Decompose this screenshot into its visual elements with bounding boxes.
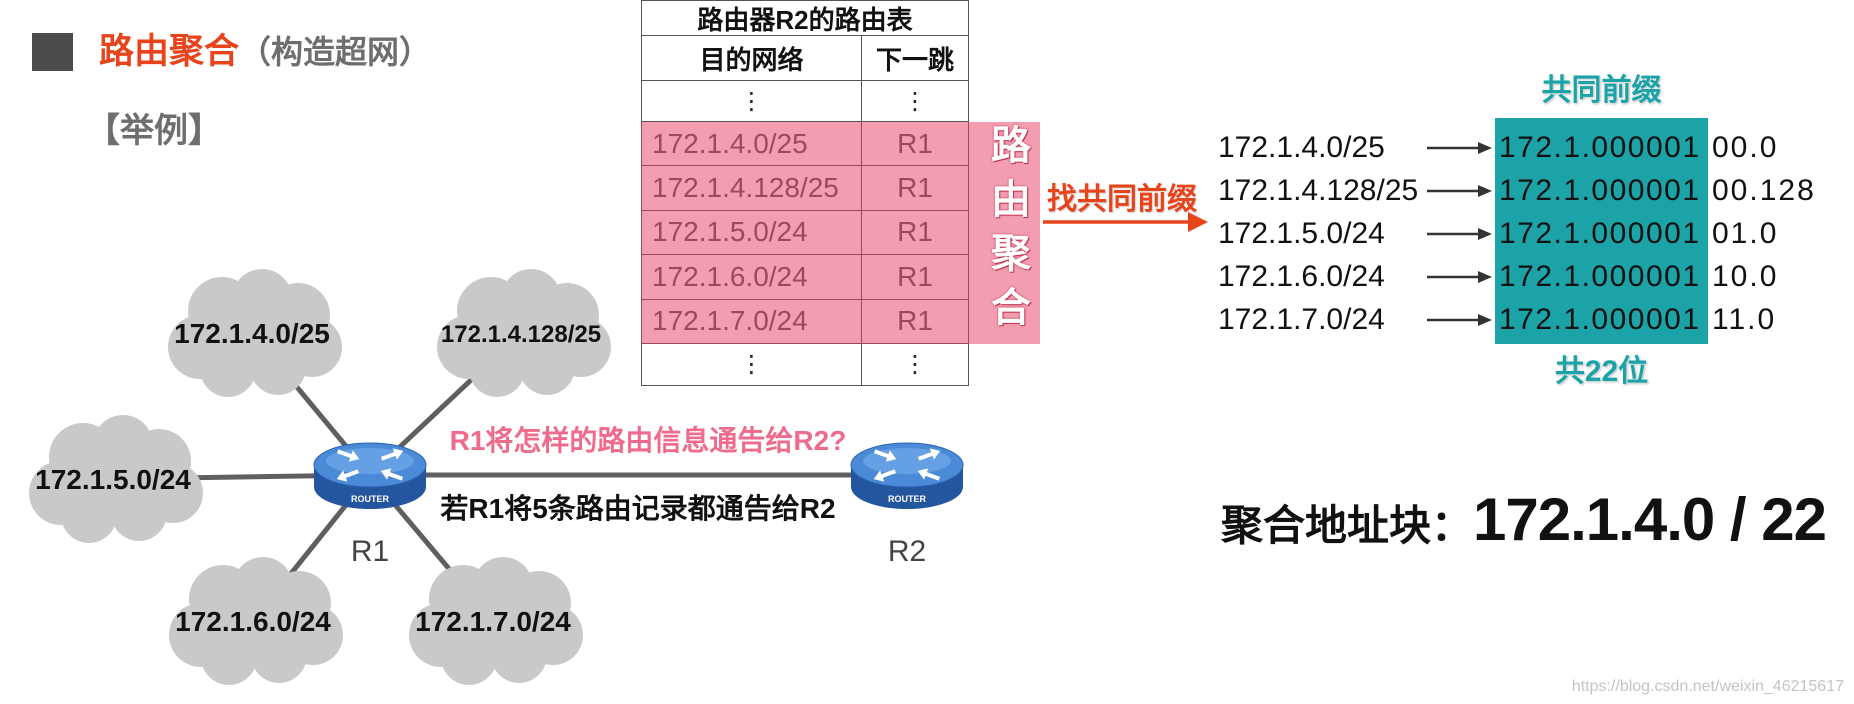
prefix-row-address: 172.1.5.0/24 xyxy=(1218,217,1385,250)
column-header-next-hop: 下一跳 xyxy=(862,36,969,81)
aggregate-result: 聚合地址块：172.1.4.0 / 22 xyxy=(1221,485,1827,571)
router-r2: ROUTER xyxy=(850,442,964,510)
aggregate-result-label: 聚合地址块： xyxy=(1221,502,1474,549)
prefix-row-common-prefix: 172.1.000001 xyxy=(1499,131,1701,164)
router-badge: ROUTER xyxy=(888,494,927,504)
prefix-row-common-prefix: 172.1.000001 xyxy=(1499,217,1701,250)
aggregation-highlight xyxy=(641,122,1040,344)
network-cloud-1: 172.1.4.0/25 xyxy=(168,269,342,397)
cloud-label: 172.1.6.0/24 xyxy=(175,606,331,637)
network-cloud-4: 172.1.6.0/24 xyxy=(169,557,343,685)
prefix-arrow xyxy=(1427,228,1492,240)
find-prefix-arrow xyxy=(1043,212,1208,232)
watermark: https://blog.csdn.net/weixin_46215617 xyxy=(1571,678,1844,695)
prefix-row-address: 172.1.4.128/25 xyxy=(1218,174,1419,207)
router-r2-label: R2 xyxy=(888,535,926,568)
prefix-row: 172.1.5.0/24 172.1.000001 01.0 xyxy=(1218,213,1838,255)
router-badge: ROUTER xyxy=(351,494,390,504)
network-cloud-3: 172.1.5.0/24 xyxy=(29,415,203,543)
cloud-label: 172.1.5.0/24 xyxy=(35,464,191,495)
router-r1-label: R1 xyxy=(351,535,389,568)
title-bullet xyxy=(32,33,73,71)
title-main: 路由聚合 xyxy=(99,32,240,71)
prefix-arrow xyxy=(1427,185,1492,197)
page-title: 路由聚合（构造超网） xyxy=(99,30,431,74)
prefix-row: 172.1.4.128/25 172.1.000001 00.128 xyxy=(1218,170,1838,212)
prefix-length-label: 共22位 xyxy=(1554,355,1649,388)
prefix-row-common-prefix: 172.1.000001 xyxy=(1499,260,1701,293)
title-suffix: （构造超网） xyxy=(239,34,432,70)
common-prefix-box xyxy=(1495,118,1708,344)
prefix-row-remainder: 00.0 xyxy=(1712,131,1779,164)
network-statement: 若R1将5条路由记录都通告给R2 xyxy=(440,493,835,524)
network-cloud-5: 172.1.7.0/24 xyxy=(409,557,583,685)
prefix-row-common-prefix: 172.1.000001 xyxy=(1499,303,1701,336)
aggregate-result-value: 172.1.4.0 / 22 xyxy=(1473,486,1827,553)
prefix-row-remainder: 11.0 xyxy=(1712,303,1777,336)
prefix-row: 172.1.6.0/24 172.1.000001 10.0 xyxy=(1218,256,1838,298)
router-r1: ROUTER xyxy=(313,442,427,510)
common-prefix-label: 共同前缀 xyxy=(1541,74,1662,107)
example-label: 【举例】 xyxy=(86,112,222,150)
table-ellipsis: ⋮ xyxy=(862,343,969,386)
prefix-arrow xyxy=(1427,314,1492,326)
prefix-row-address: 172.1.6.0/24 xyxy=(1218,260,1385,293)
cloud-label: 172.1.4.128/25 xyxy=(441,321,601,348)
prefix-row-address: 172.1.7.0/24 xyxy=(1218,303,1385,336)
prefix-arrow xyxy=(1427,271,1492,283)
column-header-destination: 目的网络 xyxy=(642,36,862,81)
prefix-arrow xyxy=(1427,142,1492,154)
cloud-label: 172.1.4.0/25 xyxy=(174,318,330,349)
find-prefix-label: 找共同前缀 xyxy=(1047,183,1197,216)
prefix-row-common-prefix: 172.1.000001 xyxy=(1499,174,1701,207)
prefix-row-remainder: 00.128 xyxy=(1712,174,1816,207)
table-ellipsis: ⋮ xyxy=(862,81,969,122)
cloud-label: 172.1.7.0/24 xyxy=(415,606,571,637)
prefix-row-remainder: 10.0 xyxy=(1712,260,1779,293)
prefix-row: 172.1.7.0/24 172.1.000001 11.0 xyxy=(1218,299,1838,341)
aggregation-highlight-label: 路由聚合 xyxy=(985,124,1029,340)
routing-table-caption: 路由器R2的路由表 xyxy=(642,1,969,36)
table-ellipsis: ⋮ xyxy=(642,81,862,122)
network-question: R1将怎样的路由信息通告给R2? xyxy=(450,424,847,456)
prefix-row-remainder: 01.0 xyxy=(1712,217,1779,250)
prefix-row-address: 172.1.4.0/25 xyxy=(1218,131,1385,164)
table-ellipsis: ⋮ xyxy=(642,343,862,386)
network-cloud-2: 172.1.4.128/25 xyxy=(437,269,611,397)
prefix-row: 172.1.4.0/25 172.1.000001 00.0 xyxy=(1218,127,1838,169)
